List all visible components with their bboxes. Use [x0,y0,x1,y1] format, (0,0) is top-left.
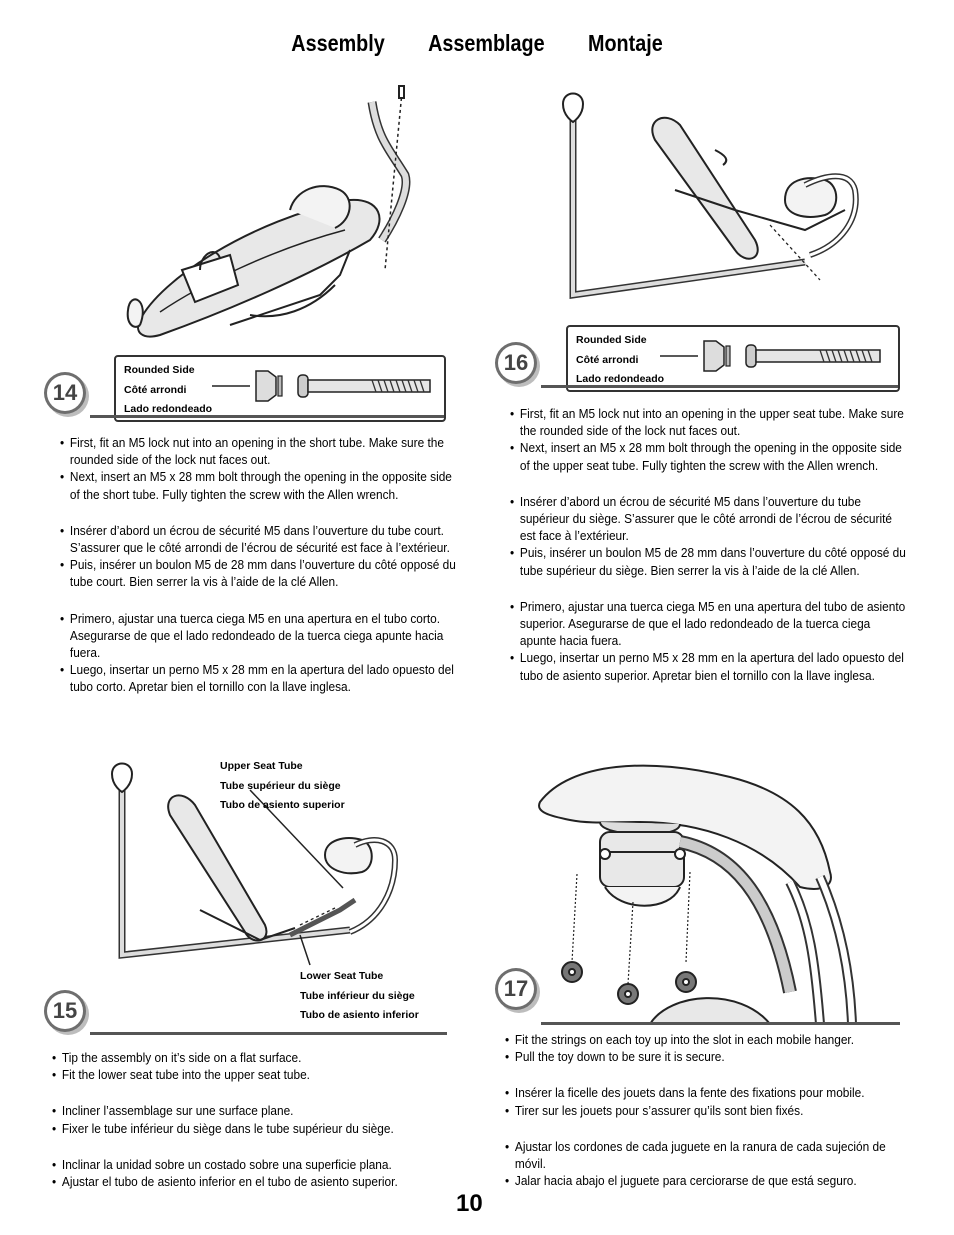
lower-tube-fr: Tube inférieur du siège [300,989,415,1002]
upper-tube-en: Upper Seat Tube [220,760,303,772]
list-item: Pull the toy down to be sure it is secur… [505,1048,906,1065]
list-item: Jalar hacia abajo el juguete para cercio… [505,1172,906,1189]
step-14-illustration [126,85,411,338]
step-14-rule [90,415,444,418]
step-16-en-list: First, fit an M5 lock nut into an openin… [510,405,906,474]
step-16-fr-list: Insérer d’abord un écrou de sécurité M5 … [510,493,906,579]
callout-14-en: Rounded Side [124,364,195,376]
page-number: 10 [456,1190,483,1217]
step-16-instructions: First, fit an M5 lock nut into an openin… [510,405,906,684]
list-item: Primero, ajustar una tuerca ciega M5 en … [510,598,906,650]
lower-tube-en: Lower Seat Tube [300,970,384,982]
step-16-number: 16 [498,345,534,381]
step-14-instructions: First, fit an M5 lock nut into an openin… [60,434,456,696]
callout-16-es: Lado redondeado [576,373,665,385]
step-15-number: 15 [47,993,83,1029]
list-item: Primero, ajustar una tuerca ciega M5 en … [60,610,456,662]
step-15-rule [90,1032,447,1035]
callout-14-es: Lado redondeado [124,403,213,415]
lower-seat-tube-label: Lower Seat Tube Tube inférieur du siège … [300,967,419,1026]
list-item: Next, insert an M5 x 28 mm bolt through … [510,439,906,473]
list-item: Tip the assembly on it’s side on a flat … [52,1049,448,1066]
step-14-number: 14 [47,375,83,411]
step-17-rule [541,1022,900,1025]
title-spanish: Montaje [587,30,663,56]
list-item: Puis, insérer un boulon M5 de 28 mm dans… [510,544,906,578]
step-17-badge: 17 [495,968,537,1010]
upper-seat-tube-label: Upper Seat Tube Tube supérieur du siège … [220,757,345,816]
list-item: Insérer la ficelle des jouets dans la fe… [505,1084,906,1101]
step-14-fr-list: Insérer d’abord un écrou de sécurité M5 … [60,522,456,591]
list-item: First, fit an M5 lock nut into an openin… [510,405,906,439]
step-15-fr-list: Incliner l’assemblage sur une surface pl… [52,1102,448,1137]
lower-tube-es: Tubo de asiento inferior [300,1009,419,1021]
step-16-callout: Rounded Side Côté arrondi Lado redondead… [566,325,900,392]
list-item: Fixer le tube inférieur du siège dans le… [52,1120,448,1137]
upper-tube-es: Tubo de asiento superior [220,799,345,811]
step-17-es-list: Ajustar los cordones de cada juguete en … [505,1138,906,1190]
list-item: Ajustar el tubo de asiento inferior en e… [52,1173,448,1190]
list-item: Insérer d’abord un écrou de sécurité M5 … [60,522,456,556]
callout-14-fr: Côté arrondi [124,383,187,396]
title-french: Assemblage [428,30,545,56]
step-15-es-list: Inclinar la unidad sobre un costado sobr… [52,1156,448,1191]
list-item: Puis, insérer un boulon M5 de 28 mm dans… [60,556,456,590]
step-15-en-list: Tip the assembly on it’s side on a flat … [52,1049,448,1084]
list-item: Ajustar los cordones de cada juguete en … [505,1138,906,1172]
title-english: Assembly [291,30,385,56]
list-item: Insérer d’abord un écrou de sécurité M5 … [510,493,906,545]
step-16-badge: 16 [495,342,537,384]
step-16-illustration [561,92,859,300]
list-item: Next, insert an M5 x 28 mm bolt through … [60,468,456,502]
list-item: Incliner l’assemblage sur une surface pl… [52,1102,448,1119]
step-17-illustration [538,764,857,1024]
step-15-illustration [110,762,399,966]
callout-16-fr: Côté arrondi [576,353,639,366]
upper-tube-fr: Tube supérieur du siège [220,779,341,792]
step-17-instructions: Fit the strings on each toy up into the … [505,1031,906,1190]
list-item: First, fit an M5 lock nut into an openin… [60,434,456,468]
list-item: Luego, insertar un perno M5 x 28 mm en l… [60,661,456,695]
callout-16-en: Rounded Side [576,334,647,346]
step-14-callout: Rounded Side Côté arrondi Lado redondead… [114,355,446,422]
step-14-badge: 14 [44,372,86,414]
step-15-badge: 15 [44,990,86,1032]
list-item: Luego, insertar un perno M5 x 28 mm en l… [510,649,906,683]
step-17-en-list: Fit the strings on each toy up into the … [505,1031,906,1066]
list-item: Tirer sur les jouets pour s’assurer qu’i… [505,1102,906,1119]
step-15-instructions: Tip the assembly on it’s side on a flat … [52,1049,448,1190]
list-item: Fit the strings on each toy up into the … [505,1031,906,1048]
page-title: Assembly Assemblage Montaje [67,30,887,57]
step-17-number: 17 [498,971,534,1007]
step-14-en-list: First, fit an M5 lock nut into an openin… [60,434,456,503]
step-14-es-list: Primero, ajustar una tuerca ciega M5 en … [60,610,456,696]
step-16-es-list: Primero, ajustar una tuerca ciega M5 en … [510,598,906,684]
step-16-rule [541,385,898,388]
list-item: Inclinar la unidad sobre un costado sobr… [52,1156,448,1173]
step-17-fr-list: Insérer la ficelle des jouets dans la fe… [505,1084,906,1119]
list-item: Fit the lower seat tube into the upper s… [52,1066,448,1083]
